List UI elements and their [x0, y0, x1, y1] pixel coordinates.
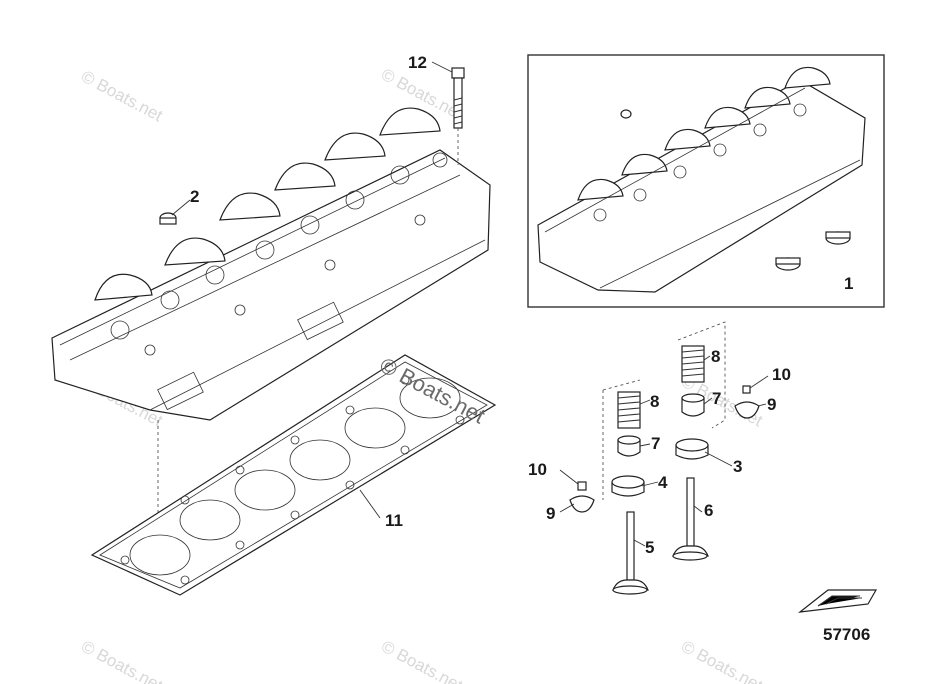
callout-5: 5 [645, 538, 654, 557]
watermark: © Boats.net [78, 67, 166, 126]
callout-4: 4 [658, 473, 668, 492]
watermark: © Boats.net [678, 637, 766, 684]
callout-labels: 12 2 11 1 8 8 7 7 10 9 3 10 4 9 6 5 5770… [190, 53, 870, 644]
callout-3: 3 [733, 457, 742, 476]
callout-8-right: 8 [711, 347, 720, 366]
cylinder-head-drawing [51, 107, 491, 421]
diagram-number: 57706 [823, 625, 870, 644]
callout-7-left: 7 [651, 434, 660, 453]
callout-1: 1 [844, 274, 853, 293]
watermark: © Boats.net [378, 637, 466, 684]
leader-lines [171, 61, 769, 547]
callout-12: 12 [408, 53, 427, 72]
callout-8-left: 8 [650, 392, 659, 411]
callout-10-right: 10 [772, 365, 791, 384]
callout-7-right: 7 [712, 389, 721, 408]
watermark: © Boats.net [78, 637, 166, 684]
head-gasket-drawing [90, 354, 497, 596]
callout-2: 2 [190, 187, 199, 206]
callout-6: 6 [704, 501, 713, 520]
plug-drawing [159, 212, 177, 225]
valve-train-drawing [569, 321, 760, 595]
callout-10-left: 10 [528, 460, 547, 479]
callout-11: 11 [385, 511, 403, 530]
cylinder-head-assembly-inset [527, 54, 885, 308]
head-bolt-drawing [451, 67, 465, 165]
boat-logo [797, 589, 878, 613]
callout-9-left: 9 [546, 504, 555, 523]
callout-9-right: 9 [767, 395, 776, 414]
